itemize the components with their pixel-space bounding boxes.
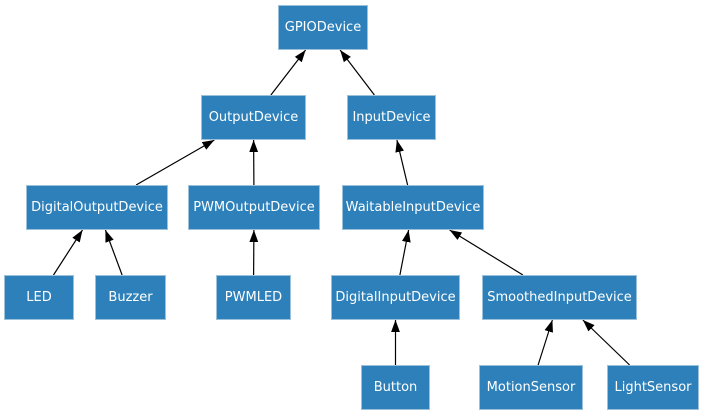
class-node-pwmled[interactable]: PWMLED — [216, 275, 291, 320]
inherits-edge-digitalinputdevice-to-waitableinputdevice — [399, 229, 411, 276]
inherits-edge-outputdevice-to-gpiodevice — [270, 49, 307, 96]
class-node-label: PWMOutputDevice — [193, 200, 315, 215]
class-node-label: GPIODevice — [284, 20, 362, 35]
class-node-label: InputDevice — [352, 110, 431, 125]
class-node-label: LightSensor — [614, 380, 692, 395]
class-node-label: OutputDevice — [208, 110, 299, 125]
class-node-digitaloutputdevice[interactable]: DigitalOutputDevice — [26, 185, 168, 230]
class-node-smoothedinputdevice[interactable]: SmoothedInputDevice — [482, 275, 637, 320]
inherits-edge-waitableinputdevice-to-inputdevice — [395, 139, 409, 186]
inherits-edge-inputdevice-to-gpiodevice — [339, 49, 375, 96]
class-node-gpiodevice[interactable]: GPIODevice — [278, 5, 368, 50]
class-node-pwmoutputdevice[interactable]: PWMOutputDevice — [188, 185, 320, 230]
class-node-digitalinputdevice[interactable]: DigitalInputDevice — [331, 275, 460, 320]
inherits-edge-digitaloutputdevice-to-outputdevice — [135, 139, 215, 186]
inherits-edge-buzzer-to-digitaloutputdevice — [104, 229, 123, 276]
inherits-edge-led-to-digitaloutputdevice — [52, 229, 84, 276]
class-node-label: WaitableInputDevice — [345, 200, 481, 215]
class-node-inputdevice[interactable]: InputDevice — [347, 95, 436, 140]
class-node-label: DigitalOutputDevice — [31, 200, 163, 215]
class-node-outputdevice[interactable]: OutputDevice — [201, 95, 306, 140]
class-node-buzzer[interactable]: Buzzer — [95, 275, 166, 320]
class-node-label: Button — [373, 380, 418, 395]
class-node-label: PWMLED — [224, 290, 283, 305]
class-node-label: MotionSensor — [486, 380, 576, 395]
inherits-edge-lightsensor-to-smoothedinputdevice — [582, 319, 631, 366]
class-node-label: SmoothedInputDevice — [487, 290, 632, 305]
inherits-edge-motionsensor-to-smoothedinputdevice — [537, 319, 553, 366]
class-node-label: DigitalInputDevice — [335, 290, 456, 305]
class-node-led[interactable]: LED — [4, 275, 74, 320]
class-node-lightsensor[interactable]: LightSensor — [607, 365, 699, 410]
class-node-motionsensor[interactable]: MotionSensor — [479, 365, 583, 410]
inherits-edge-smoothedinputdevice-to-waitableinputdevice — [449, 229, 524, 276]
class-node-waitableinputdevice[interactable]: WaitableInputDevice — [342, 185, 484, 230]
class-node-button[interactable]: Button — [361, 365, 430, 410]
class-node-label: Buzzer — [108, 290, 153, 305]
class-node-label: LED — [26, 290, 52, 305]
